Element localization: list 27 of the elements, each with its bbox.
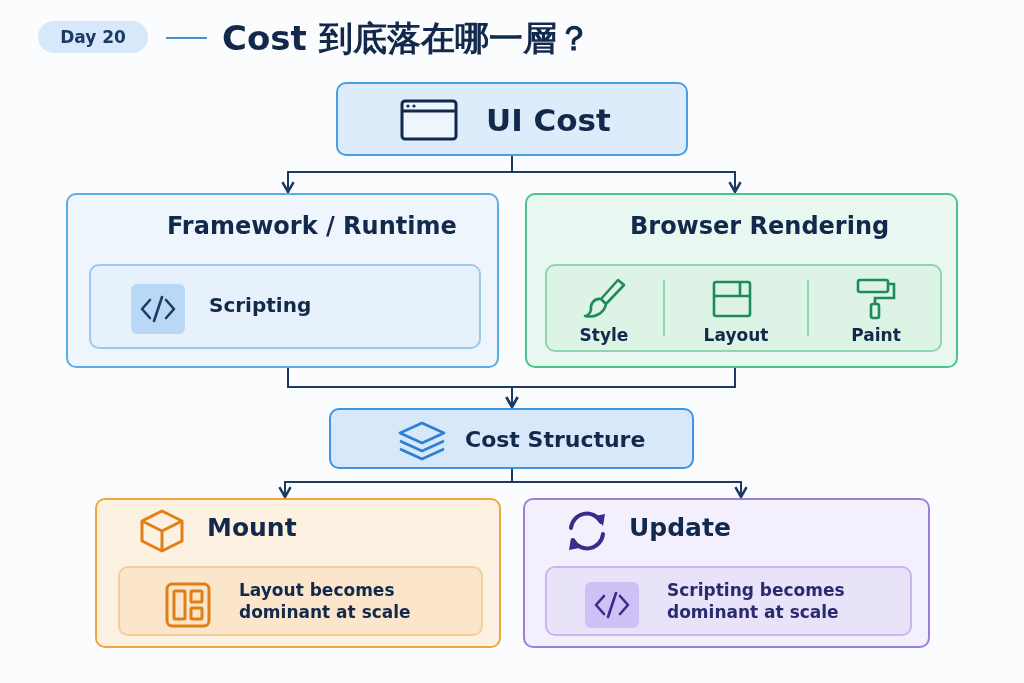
node-title: Cost Structure: [465, 426, 647, 454]
node-label: Layout: [702, 324, 770, 347]
connector-arrow: [505, 367, 736, 409]
node-label: Layout becomes dominant at scale: [239, 579, 412, 624]
group-box: [523, 498, 930, 648]
group-box: [525, 193, 958, 368]
day-tag: Day 20: [38, 21, 148, 53]
node-label: Scripting: [209, 292, 313, 318]
node-label: Style: [578, 324, 630, 347]
connector-arrow: [511, 155, 742, 194]
inner-panel: [545, 264, 942, 352]
connector-arrow: [511, 468, 748, 499]
node-title: Update: [629, 512, 732, 544]
group-box: [95, 498, 501, 648]
inner-panel: [545, 566, 912, 636]
node-title: Mount: [207, 512, 298, 544]
process-box: [336, 82, 688, 156]
node-title: Browser Rendering: [630, 211, 891, 242]
inner-panel: [89, 264, 481, 349]
process-box: [329, 408, 694, 469]
node-label: Paint: [850, 324, 902, 347]
inner-panel: [118, 566, 483, 636]
node-title: UI Cost: [486, 101, 612, 140]
group-box: [66, 193, 499, 368]
node-label: Scripting becomes dominant at scale: [667, 579, 846, 624]
diagram-title: Cost 到底落在哪一層？: [222, 17, 591, 60]
node-title: Framework / Runtime: [167, 211, 458, 242]
